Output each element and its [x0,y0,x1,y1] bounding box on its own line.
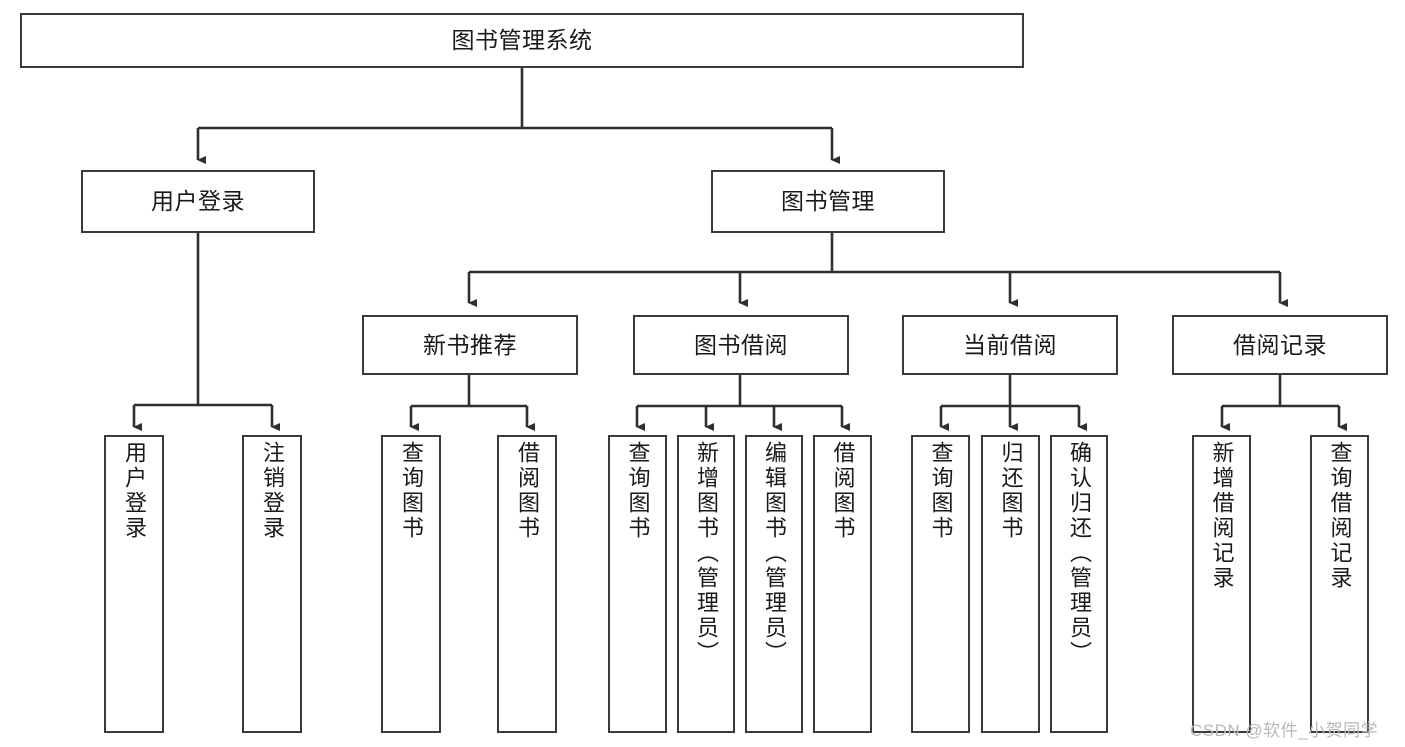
node-label: 借阅图书 [830,441,856,541]
node-label: 借阅记录 [1233,331,1327,358]
node-label: 注销登录 [260,441,285,541]
node-leaf-add-book-admin[interactable]: 新增图书（管理员） [677,435,735,733]
node-label: 查询图书 [928,441,954,541]
node-leaf-edit-book-admin[interactable]: 编辑图书（管理员） [745,435,803,733]
node-label: 新书推荐 [423,331,517,358]
node-leaf-query-book-recommend[interactable]: 查询图书 [381,435,441,733]
node-new-book-recommendation[interactable]: 新书推荐 [362,315,578,375]
node-label: 借阅图书 [515,441,540,541]
node-current-borrow[interactable]: 当前借阅 [902,315,1118,375]
node-leaf-query-book-borrow[interactable]: 查询图书 [608,435,667,733]
node-root-book-management-system[interactable]: 图书管理系统 [20,13,1024,68]
node-label: 新增借阅记录 [1209,441,1235,591]
node-leaf-add-borrow-record[interactable]: 新增借阅记录 [1192,435,1251,733]
node-book-borrow[interactable]: 图书借阅 [633,315,849,375]
node-leaf-user-logout[interactable]: 注销登录 [242,435,302,733]
node-label: 当前借阅 [963,331,1057,358]
node-label: 用户登录 [122,441,147,541]
node-label: 图书借阅 [694,331,788,358]
node-leaf-borrow-book[interactable]: 借阅图书 [813,435,872,733]
node-label: 查询图书 [625,441,651,541]
node-book-management[interactable]: 图书管理 [711,170,945,233]
node-label: 查询图书 [399,441,424,541]
node-leaf-user-login[interactable]: 用户登录 [104,435,164,733]
node-user-login[interactable]: 用户登录 [81,170,315,233]
node-borrow-record[interactable]: 借阅记录 [1172,315,1388,375]
node-leaf-query-borrow-record[interactable]: 查询借阅记录 [1310,435,1369,733]
node-leaf-query-book-current[interactable]: 查询图书 [911,435,970,733]
node-label: 编辑图书（管理员） [762,441,787,666]
node-label: 图书管理系统 [451,27,593,54]
node-leaf-borrow-book-recommend[interactable]: 借阅图书 [497,435,557,733]
node-label: 查询借阅记录 [1327,441,1353,591]
node-leaf-confirm-return-admin[interactable]: 确认归还（管理员） [1050,435,1108,733]
node-label: 图书管理 [781,188,875,215]
node-label: 新增图书（管理员） [694,441,719,666]
node-leaf-return-book[interactable]: 归还图书 [981,435,1040,733]
node-label: 用户登录 [151,188,245,215]
node-label: 归还图书 [998,441,1024,541]
node-label: 确认归还（管理员） [1067,441,1092,666]
